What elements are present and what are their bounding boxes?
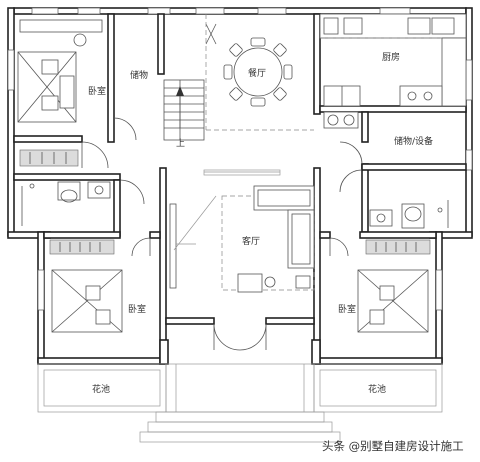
- kitchen: 厨房: [319, 13, 467, 107]
- bedroom-bottom-left: 卧室: [49, 237, 151, 333]
- room-label-bedroom-bottom-right: 卧室: [338, 303, 356, 315]
- bedroom-bottom-right: 卧室: [329, 237, 431, 333]
- room-label-flowerbed-right: 花池: [368, 383, 386, 395]
- storage-top: 储物: [113, 69, 148, 141]
- room-label-bedroom-top-left: 卧室: [88, 85, 106, 97]
- room-label-flowerbed-left: 花池: [92, 383, 110, 395]
- room-label-bedroom-bottom-left: 卧室: [128, 303, 146, 315]
- bathroom-right: [339, 169, 449, 229]
- room-label-dining: 餐厅: [248, 67, 266, 79]
- entrance: [159, 323, 321, 365]
- flowerbeds: 花池 花池: [37, 363, 443, 413]
- living-room: 客厅: [169, 169, 315, 293]
- storage-equipment: 储物/设备: [323, 111, 433, 165]
- watermark: 头条 @别墅自建房设计施工: [322, 439, 464, 453]
- outer-walls: [7, 7, 473, 365]
- room-label-living: 客厅: [242, 235, 260, 247]
- stair-up-label: 上: [176, 138, 185, 149]
- front-steps: [139, 363, 341, 443]
- bathroom-left: [21, 179, 145, 226]
- room-label-storage-equipment: 储物/设备: [394, 135, 433, 147]
- stairs: 上: [163, 79, 205, 149]
- room-label-storage-top: 储物: [130, 69, 148, 81]
- bedroom-top-left: 卧室: [17, 19, 109, 169]
- interior-walls: [13, 13, 467, 239]
- room-label-kitchen: 厨房: [382, 51, 400, 63]
- dining: 餐厅: [205, 14, 314, 131]
